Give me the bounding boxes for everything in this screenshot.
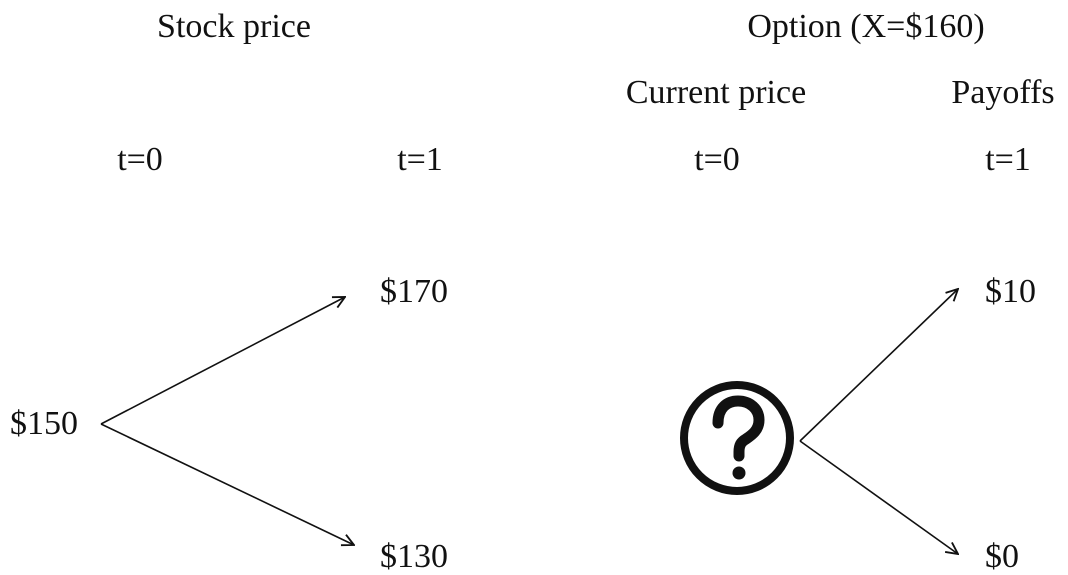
- option-down-arrow: [799, 440, 958, 554]
- stock-up-arrow: [100, 297, 345, 425]
- stock-down-arrow: [100, 423, 354, 545]
- option-up-arrow: [799, 289, 958, 442]
- stock-down-price: $130: [380, 538, 448, 575]
- option-t0-label: t=0: [694, 141, 740, 178]
- stock-up-price: $170: [380, 273, 448, 310]
- current-price-label: Current price: [625, 74, 807, 111]
- option-t1-label: t=1: [985, 141, 1031, 178]
- option-down-payoff: $0: [985, 538, 1019, 575]
- stock-t0-label: t=0: [117, 141, 163, 178]
- stock-t1-label: t=1: [397, 141, 443, 178]
- payoffs-label: Payoffs: [951, 74, 1055, 111]
- option-up-payoff: $10: [985, 273, 1036, 310]
- option-title: Option (X=$160): [747, 8, 985, 45]
- stock-initial-price: $150: [10, 405, 78, 442]
- question-mark-circle-icon: [680, 381, 794, 495]
- stock-price-title: Stock price: [157, 8, 311, 45]
